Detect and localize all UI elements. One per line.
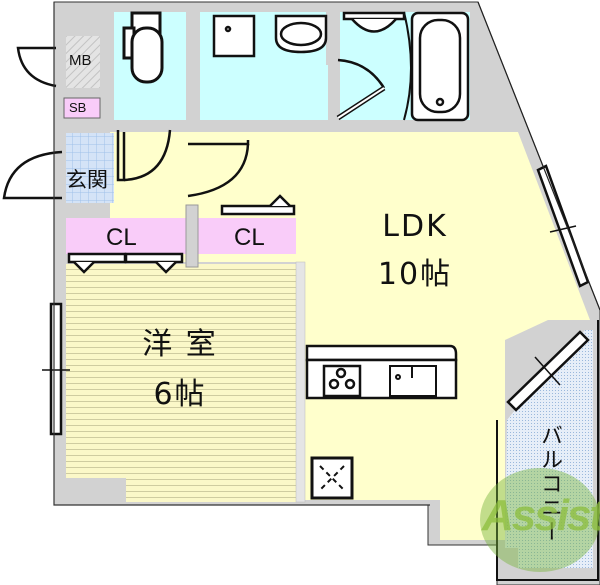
entrance-label: 玄関 (66, 168, 108, 192)
shoe-box-label: SB (69, 100, 87, 115)
western-room-floor (66, 264, 296, 502)
western-room-name: 洋 室 (142, 327, 218, 362)
meter-box-label: MB (69, 52, 92, 69)
bathtub-icon (410, 11, 470, 122)
toilet-door (116, 129, 172, 182)
entrance-door (2, 150, 63, 200)
washbasin-icon (274, 14, 328, 54)
stove-icon (322, 364, 362, 398)
meter-box (66, 36, 100, 88)
ldk-name: LDK (382, 209, 448, 244)
bathroom-door (336, 58, 386, 121)
balcony-label: バルコニー (537, 424, 562, 544)
watermark-text: Assist (482, 491, 600, 540)
sink-icon (389, 365, 437, 397)
toilet-icon (122, 11, 164, 84)
closet-left (66, 218, 186, 254)
refrigerator-space-icon (310, 456, 354, 500)
ldk-size: 10帖 (377, 257, 453, 292)
window-western (42, 302, 70, 436)
shoe-box (63, 97, 101, 119)
washing-machine-pan-icon (212, 14, 256, 58)
entrance-floor (66, 133, 114, 203)
washroom-door (187, 140, 250, 198)
western-room-corner-wall (54, 478, 126, 505)
mb-door (16, 46, 57, 88)
closet-right-label: CL (234, 224, 265, 251)
closet-left-label: CL (106, 224, 137, 251)
watermark-logo (480, 468, 600, 572)
balcony-floor (505, 330, 593, 568)
closet-right (198, 218, 296, 254)
closet-doors (67, 194, 296, 274)
western-room-size: 6帖 (153, 377, 207, 412)
window-balcony (506, 330, 590, 412)
